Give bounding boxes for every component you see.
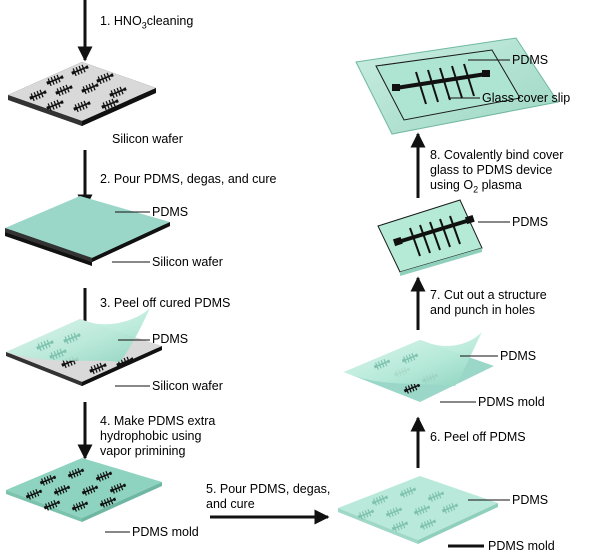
pdms-mold-label-4: PDMS mold — [132, 525, 199, 539]
silicon-wafer-label-1: Silicon wafer — [112, 132, 183, 146]
pdms-mold-label-6: PDMS mold — [478, 395, 545, 409]
silicon-wafer-label-2: Silicon wafer — [152, 255, 223, 269]
step-4-label-line-3: vapor primining — [100, 444, 186, 458]
pdms-over-mold — [338, 476, 498, 544]
step-1-label: 1. HNO3cleaning — [100, 14, 194, 31]
pdms-label-5: PDMS — [512, 493, 549, 507]
pdms-on-wafer — [5, 196, 170, 266]
peeled-pdms-from-mold — [344, 332, 494, 402]
step-8-label-line-3: using O2 plasma — [430, 178, 522, 195]
step-3-label: 3. Peel off cured PDMS — [100, 296, 231, 310]
peeled-pdms-on-wafer — [6, 308, 162, 386]
pdms-label-7: PDMS — [512, 215, 549, 229]
step-8-label-line-2: glass to PDMS device — [430, 163, 553, 177]
pdms-mold-label-5: PDMS mold — [488, 539, 555, 553]
pdms-label-8: PDMS — [512, 53, 549, 67]
pdms-label-2: PDMS — [152, 205, 189, 219]
step-5-label-line-1: 5. Pour PDMS, degas, — [206, 482, 331, 496]
bonded-device — [355, 37, 559, 135]
step-6-label: 6. Peel off PDMS — [430, 430, 526, 444]
cut-pdms-device — [377, 199, 483, 276]
step-7-label-line-2: and punch in holes — [430, 303, 535, 317]
step-4-label-line-2: hydrophobic using — [100, 429, 202, 443]
step-5-label-line-2: and cure — [206, 497, 255, 511]
step-8-label-line-1: 8. Covalently bind cover — [430, 148, 564, 162]
glass-cover-slip-label: Glass cover slip — [482, 91, 571, 105]
pdms-label-6: PDMS — [500, 349, 537, 363]
step-2-label: 2. Pour PDMS, degas, and cure — [100, 172, 277, 186]
step-7-label-line-1: 7. Cut out a structure — [430, 288, 547, 302]
pdms-label-3: PDMS — [152, 332, 189, 346]
silicon-wafer-1 — [8, 62, 156, 126]
step-4-label-line-1: 4. Make PDMS extra — [100, 414, 216, 428]
pdms-mold-left — [6, 458, 162, 522]
silicon-wafer-label-3: Silicon wafer — [152, 379, 223, 393]
